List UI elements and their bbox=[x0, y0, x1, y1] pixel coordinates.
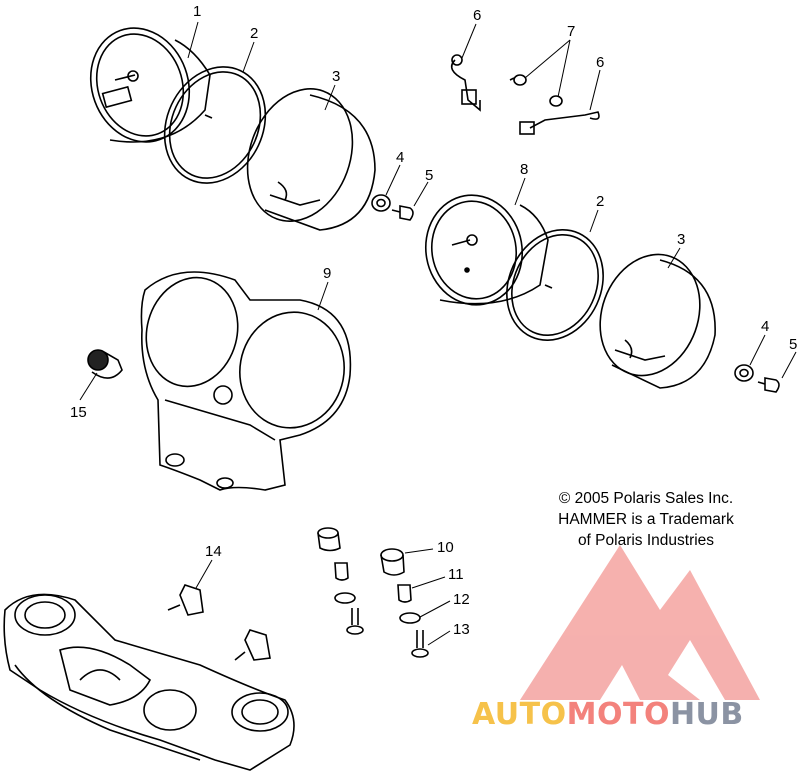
washer-small-right bbox=[399, 612, 421, 624]
bolt-left bbox=[346, 608, 364, 635]
grommet-right bbox=[380, 548, 405, 576]
bulb-socket-lower bbox=[519, 111, 600, 135]
copyright-line-3: of Polaris Industries bbox=[577, 532, 715, 549]
callout-2-left: 2 bbox=[250, 25, 259, 42]
callout-7: 7 bbox=[567, 23, 576, 40]
callout-1: 1 bbox=[193, 3, 202, 20]
callout-2-right: 2 bbox=[596, 193, 605, 210]
washer-left bbox=[371, 194, 391, 212]
screw-left bbox=[391, 205, 414, 221]
callout-9: 9 bbox=[323, 265, 332, 282]
washer-small-left bbox=[334, 592, 356, 604]
callout-4-left: 4 bbox=[396, 149, 405, 166]
callout-14: 14 bbox=[205, 543, 222, 560]
gasket-ring-left bbox=[163, 66, 267, 184]
gauge-bezel-bracket bbox=[140, 271, 352, 491]
watermark-auto: AUTO bbox=[472, 697, 567, 732]
callout-3-right: 3 bbox=[677, 231, 686, 248]
callout-12: 12 bbox=[453, 591, 470, 608]
rubber-mount-lower bbox=[234, 629, 271, 661]
callout-8: 8 bbox=[520, 161, 529, 178]
callout-6-lower: 6 bbox=[596, 54, 605, 71]
gasket-ring-right bbox=[506, 229, 604, 341]
watermark-wordmark: AUTOMOTOHUB bbox=[472, 697, 744, 732]
callout-4-right: 4 bbox=[761, 318, 770, 335]
watermark-moto: MOTO bbox=[566, 697, 670, 732]
bolt-right bbox=[411, 630, 429, 658]
clip-nut-upper bbox=[509, 74, 527, 86]
bulb-socket-upper bbox=[450, 54, 481, 112]
speedometer-gauge bbox=[89, 27, 213, 143]
callout-5-left: 5 bbox=[425, 167, 434, 184]
indicator-light bbox=[87, 349, 123, 379]
copyright-line-1: © 2005 Polaris Sales Inc. bbox=[558, 490, 734, 507]
callout-11: 11 bbox=[448, 566, 464, 583]
grommet-left bbox=[317, 527, 341, 552]
callout-3-left: 3 bbox=[332, 68, 341, 85]
callout-6-upper: 6 bbox=[473, 7, 482, 24]
callout-13: 13 bbox=[453, 621, 470, 638]
callout-5-right: 5 bbox=[789, 336, 798, 353]
copyright-line-2: HAMMER is a Trademark bbox=[558, 511, 734, 528]
spacer-left bbox=[334, 562, 349, 581]
tachometer-gauge bbox=[424, 194, 553, 306]
screw-right bbox=[757, 377, 780, 393]
rubber-mount-upper bbox=[167, 584, 204, 616]
clip-nut-lower bbox=[549, 95, 563, 107]
spacer-right bbox=[397, 584, 412, 603]
leader-lines bbox=[79, 21, 797, 646]
watermark-logo bbox=[520, 545, 760, 700]
copyright-notice: © 2005 Polaris Sales Inc. HAMMER is a Tr… bbox=[512, 488, 780, 551]
gauge-housing-left bbox=[246, 88, 376, 231]
callout-15: 15 bbox=[70, 404, 87, 421]
gauge-housing-right bbox=[599, 253, 716, 389]
washer-right bbox=[734, 364, 754, 382]
watermark-hub: HUB bbox=[669, 697, 744, 732]
callout-10: 10 bbox=[437, 539, 454, 556]
triple-clamp bbox=[3, 593, 295, 771]
